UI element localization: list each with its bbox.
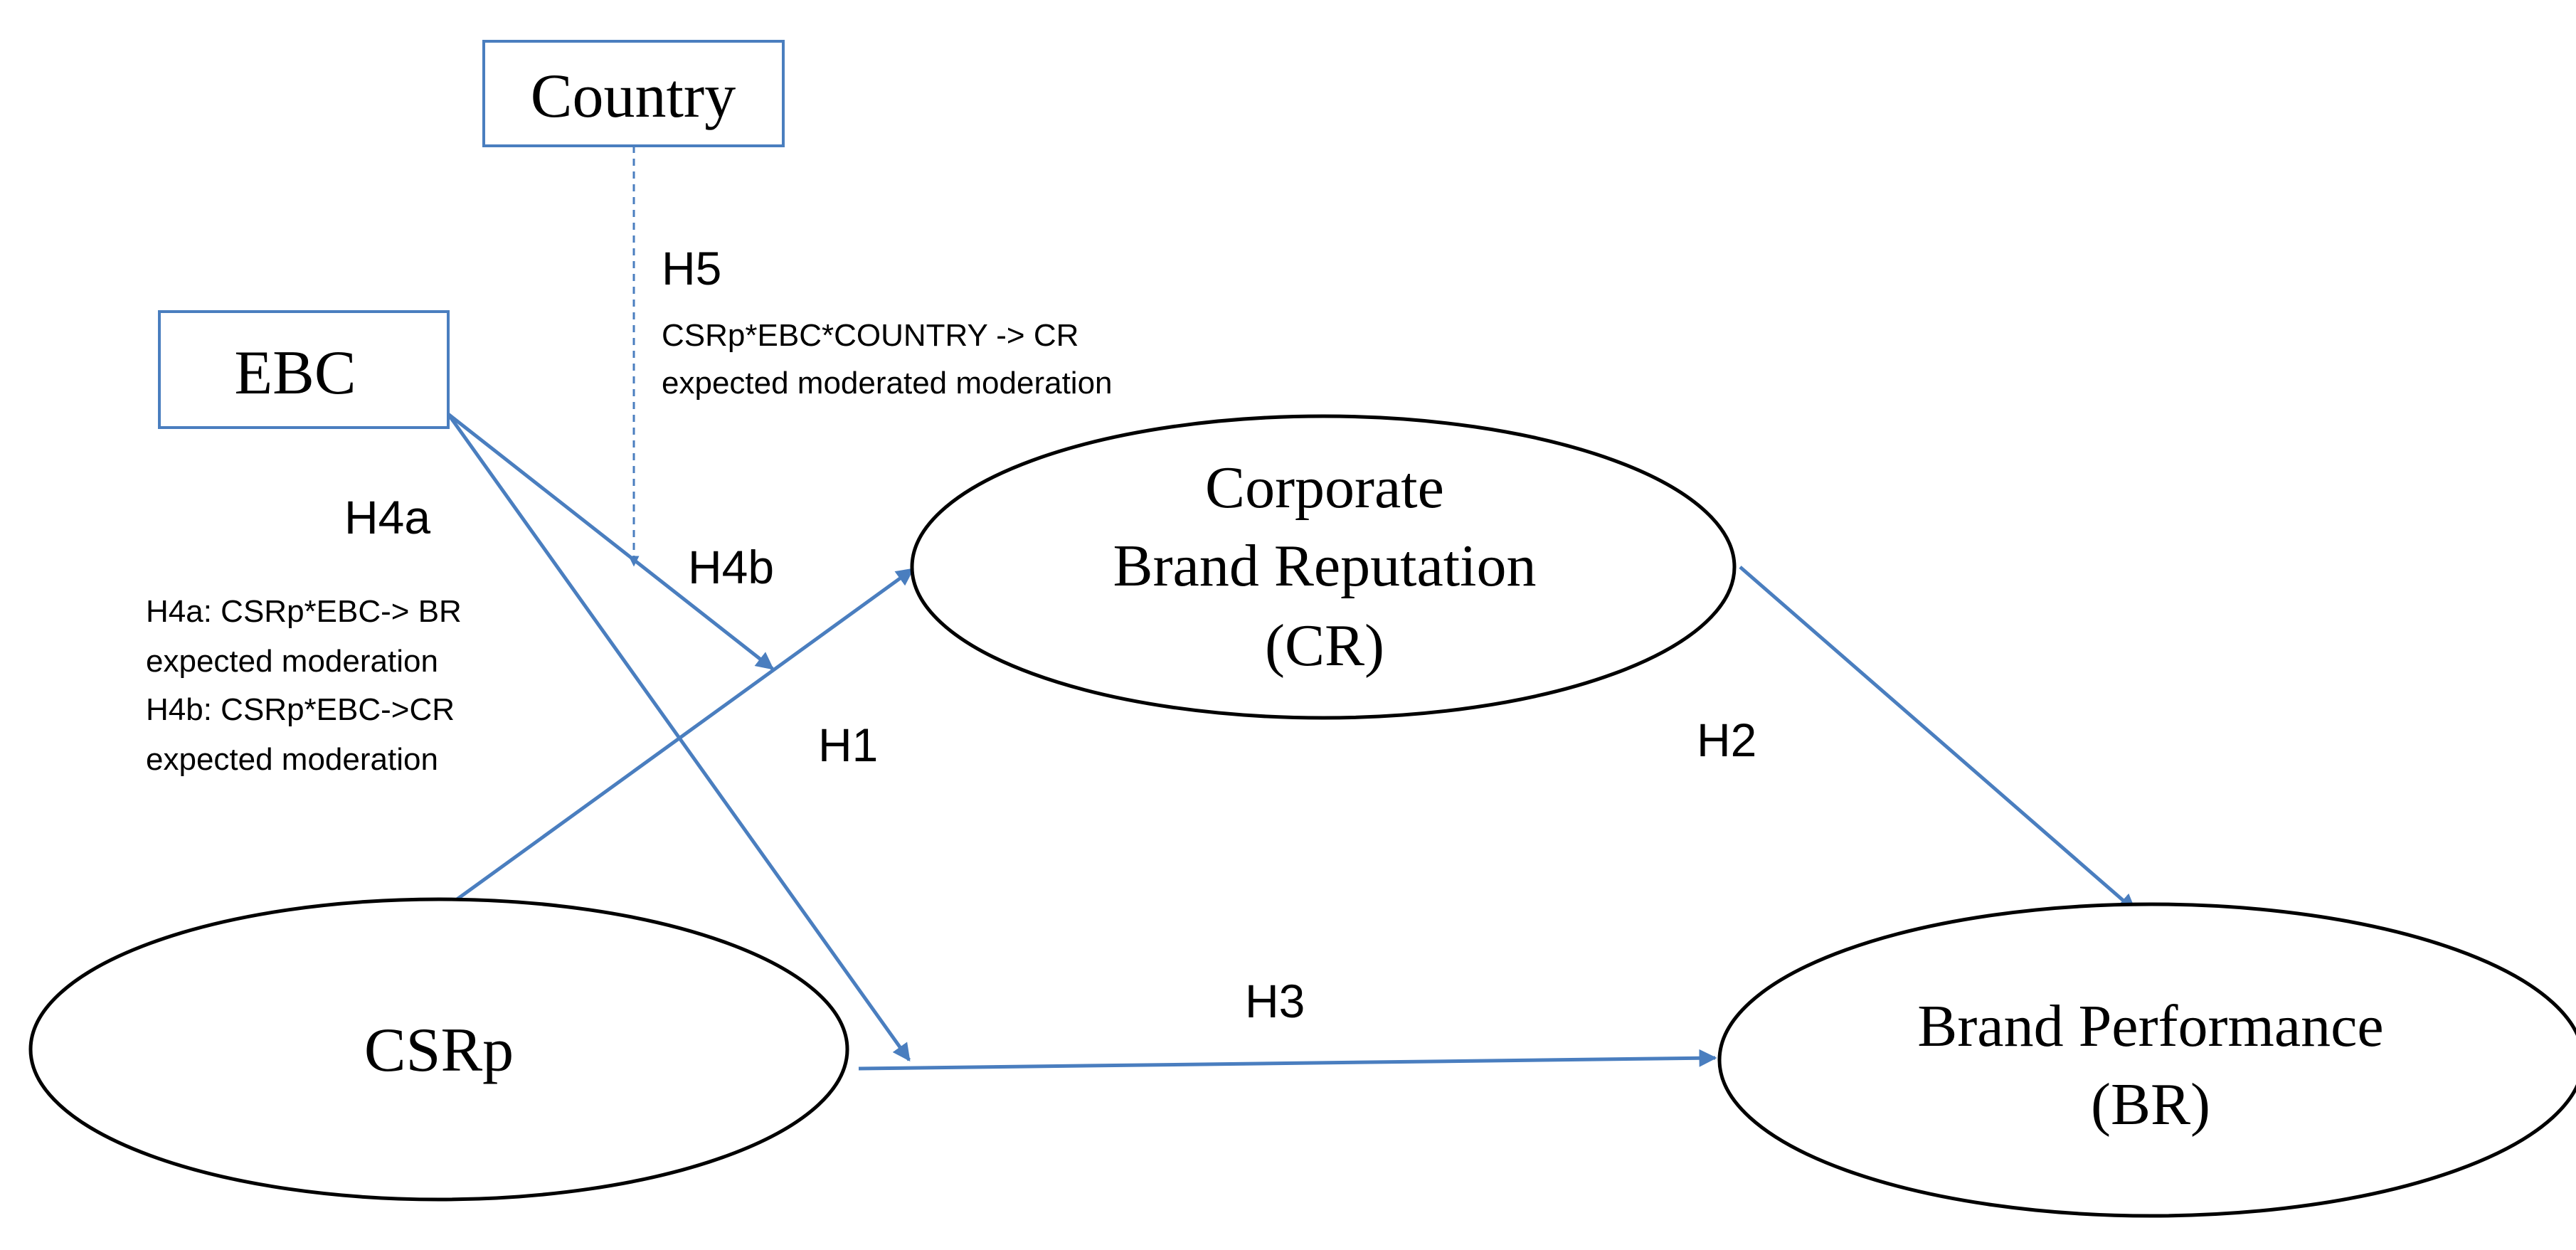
hypothesis-h4b-label: H4b <box>688 541 774 593</box>
h4b-note-line2: expected moderation <box>146 742 438 777</box>
h4a-note-line2: expected moderation <box>146 644 438 679</box>
br-ellipse <box>1717 902 2576 1218</box>
arrow-h4b-ebc-moderation <box>447 413 774 670</box>
br-label-line1: Brand Performance <box>1917 993 2383 1059</box>
ebc-node: EBC <box>158 310 450 429</box>
country-node: Country <box>482 40 785 147</box>
country-label: Country <box>531 62 736 131</box>
h4a-note-line1: H4a: CSRp*EBC-> BR <box>146 594 462 629</box>
br-node: Brand Performance (BR) <box>1717 902 2576 1218</box>
country-box <box>482 40 785 147</box>
arrow-h2-cr-to-br <box>1739 566 2136 912</box>
cr-label-line2: Brand Reputation <box>1113 533 1537 599</box>
br-label-line2: (BR) <box>2091 1071 2210 1138</box>
cr-ellipse <box>910 414 1737 720</box>
csrp-label: CSRp <box>364 1016 514 1085</box>
csrp-node: CSRp <box>28 897 849 1202</box>
cr-node: Corporate Brand Reputation (CR) <box>910 414 1737 720</box>
hypothesis-h3-label: H3 <box>1245 975 1305 1027</box>
ebc-box <box>158 310 450 429</box>
csrp-ellipse <box>28 897 849 1202</box>
cr-label-line1: Corporate <box>1205 455 1444 521</box>
arrow-h4a-ebc-moderation <box>446 413 911 1062</box>
arrow-h3-csrp-to-br <box>858 1049 1717 1071</box>
h5-note-line1: CSRp*EBC*COUNTRY -> CR <box>662 318 1078 353</box>
hypothesis-h2-label: H2 <box>1697 714 1756 766</box>
cr-label-line3: (CR) <box>1265 613 1384 679</box>
hypothesis-h5-label: H5 <box>662 242 721 295</box>
h4b-note-line1: H4b: CSRp*EBC->CR <box>146 692 455 727</box>
hypothesis-h1-label: H1 <box>818 719 878 771</box>
ebc-label: EBC <box>234 339 356 408</box>
hypothesis-h4a-label: H4a <box>344 491 430 544</box>
h5-note-line2: expected moderated moderation <box>662 366 1113 401</box>
